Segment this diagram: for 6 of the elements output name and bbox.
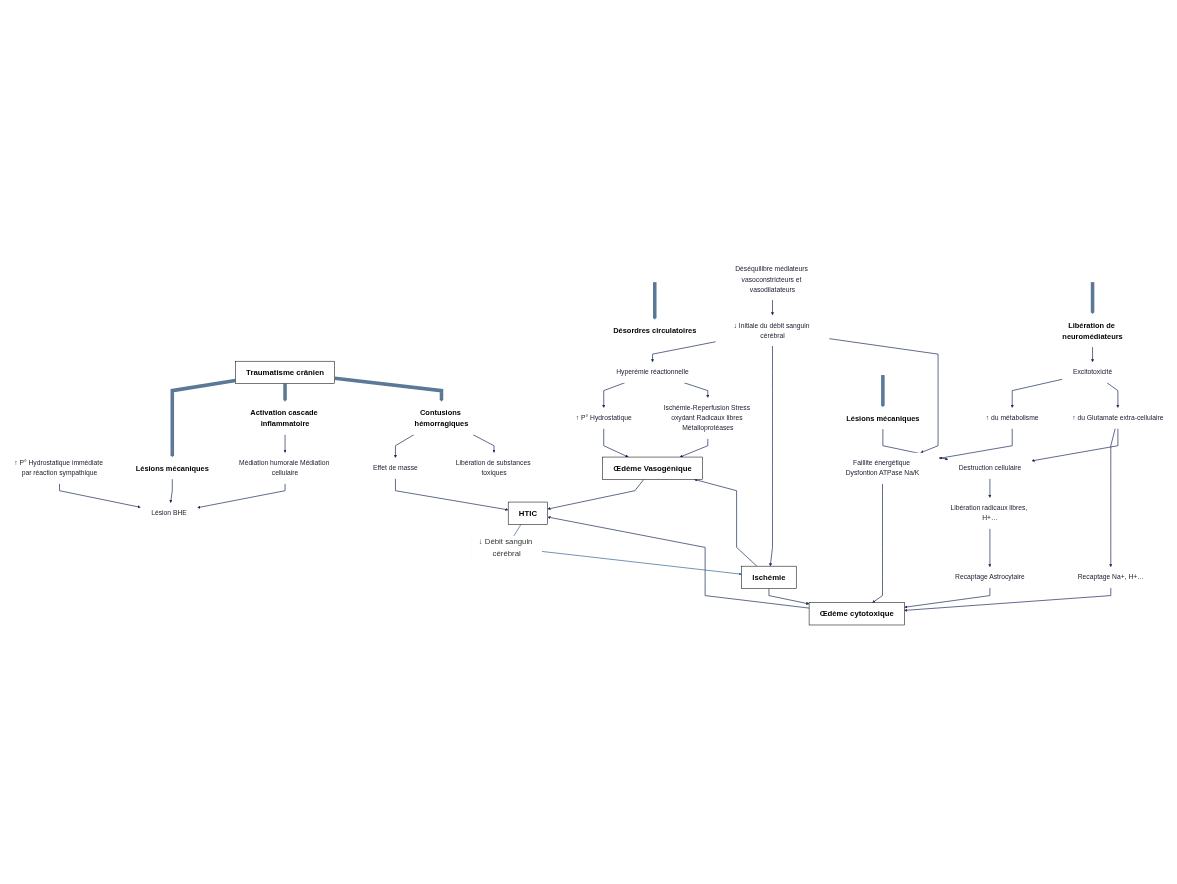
arrow <box>334 376 444 402</box>
arrow <box>881 375 885 408</box>
arrow <box>283 383 287 402</box>
arrow <box>653 282 657 320</box>
arrow <box>170 378 236 458</box>
arrow <box>1090 282 1095 315</box>
